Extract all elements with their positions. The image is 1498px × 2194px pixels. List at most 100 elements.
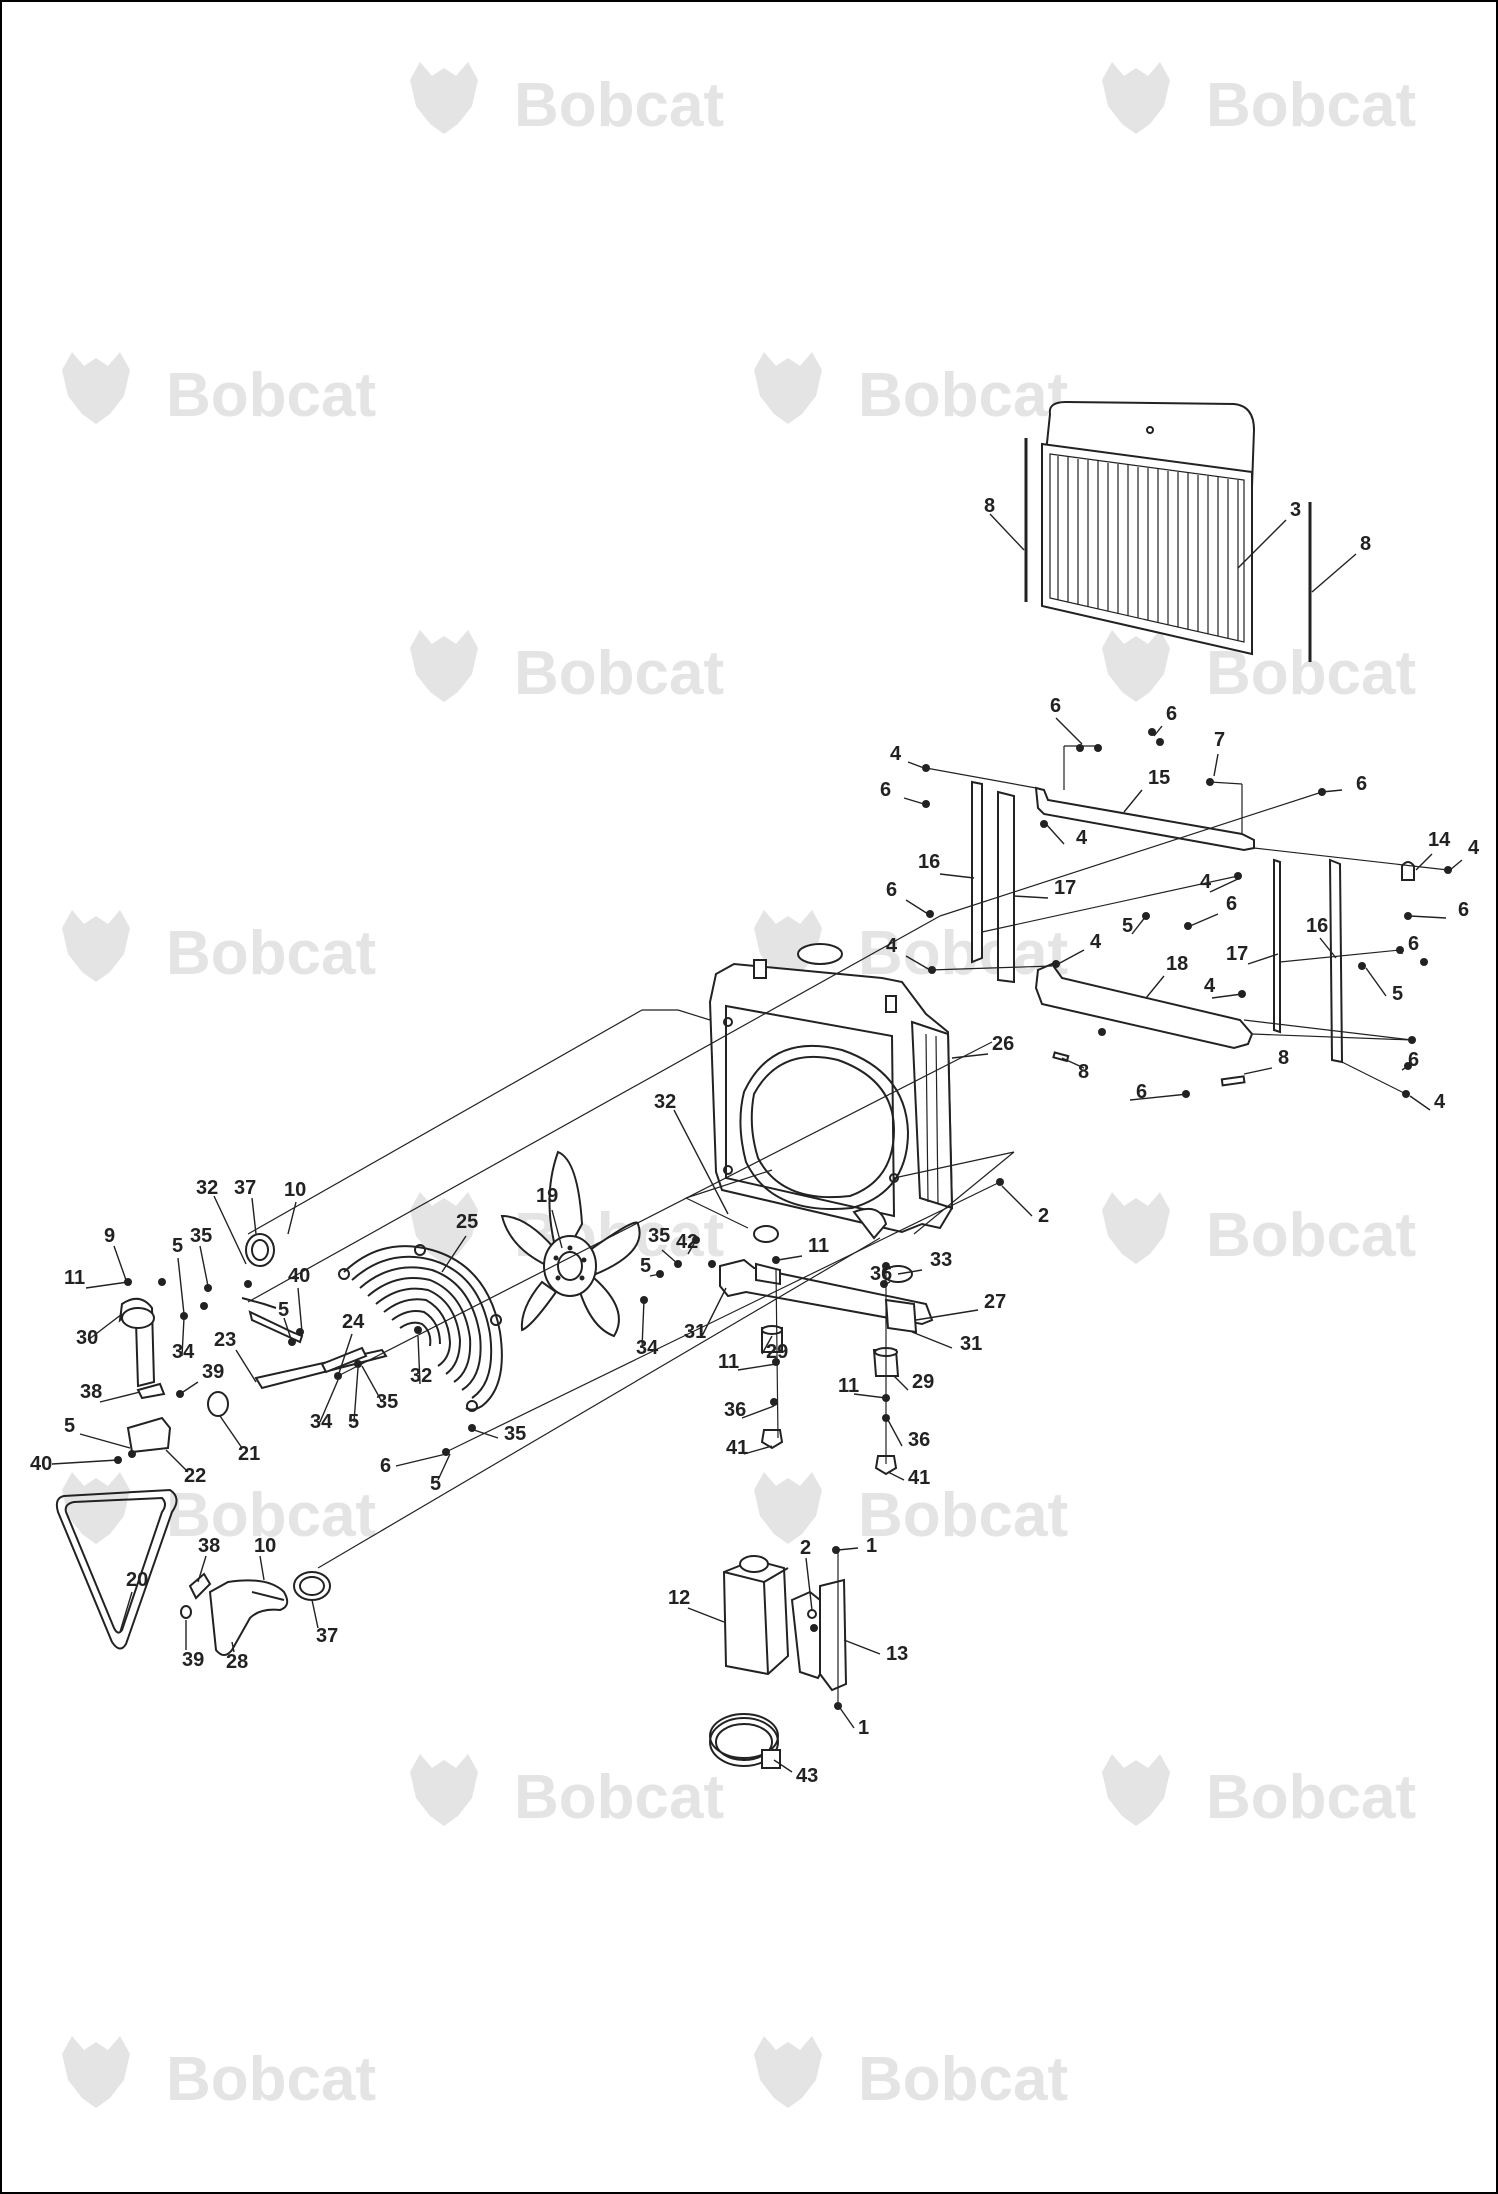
callout-part-27: 27 (984, 1291, 1006, 1313)
hose-clamp-part-43 (709, 1713, 781, 1769)
watermark-logo: Bobcat (1102, 62, 1416, 140)
callout-part-40: 40 (30, 1453, 52, 1475)
callout-part-22: 22 (184, 1465, 206, 1487)
callout-part-35: 35 (504, 1423, 526, 1445)
watermark-text: Bobcat (858, 2045, 1068, 2114)
callout-part-17: 17 (1054, 877, 1076, 899)
callout-part-36: 36 (724, 1399, 746, 1421)
callout-part-11: 11 (64, 1267, 85, 1289)
callout-part-16: 16 (918, 851, 940, 873)
callout-part-31: 31 (960, 1333, 982, 1355)
callout-part-6: 6 (1050, 695, 1061, 717)
callout-part-6: 6 (1408, 1049, 1419, 1071)
watermark-text: Bobcat (1206, 71, 1416, 140)
callout-part-4: 4 (1076, 827, 1088, 849)
callout-part-17: 17 (1226, 943, 1248, 965)
callout-part-29: 29 (766, 1341, 788, 1363)
callout-part-10: 10 (254, 1535, 276, 1557)
callout-part-4: 4 (1204, 975, 1216, 997)
watermark-text: Bobcat (514, 1763, 724, 1832)
callout-part-12: 12 (668, 1587, 690, 1609)
callout-part-3: 3 (1290, 499, 1301, 521)
callout-part-5: 5 (640, 1255, 651, 1277)
callout-part-6: 6 (1408, 933, 1419, 955)
callout-part-32: 32 (410, 1365, 432, 1387)
coolant-reservoir-part-12 (722, 1555, 790, 1676)
watermark-logo: Bobcat (1102, 1192, 1416, 1270)
callout-part-33: 33 (930, 1249, 952, 1271)
callout-part-37: 37 (316, 1625, 338, 1647)
callout-part-1: 1 (866, 1535, 877, 1557)
callout-part-4: 4 (890, 743, 902, 765)
callout-part-13: 13 (886, 1643, 908, 1665)
callout-part-31: 31 (684, 1321, 706, 1343)
callout-part-15: 15 (1148, 767, 1170, 789)
callout-part-39: 39 (202, 1361, 224, 1383)
callout-part-38: 38 (80, 1381, 102, 1403)
watermark-text: Bobcat (858, 1481, 1068, 1550)
callout-part-41: 41 (908, 1467, 930, 1489)
callout-part-9: 9 (104, 1225, 115, 1247)
callout-part-5: 5 (172, 1235, 183, 1257)
watermark-text: Bobcat (514, 71, 724, 140)
callout-part-39: 39 (182, 1649, 204, 1671)
watermark-logo: Bobcat (410, 1754, 724, 1832)
cooling-fan-part-19 (500, 1150, 641, 1338)
watermark-logo: Bobcat (754, 352, 1068, 430)
callout-part-5: 5 (348, 1411, 359, 1433)
watermark-text: Bobcat (858, 361, 1068, 430)
callout-part-34: 34 (636, 1337, 659, 1359)
callout-part-4: 4 (1434, 1091, 1446, 1113)
callout-part-6: 6 (880, 779, 891, 801)
callout-part-6: 6 (380, 1455, 391, 1477)
callout-part-32: 32 (196, 1177, 218, 1199)
callout-part-8: 8 (984, 495, 995, 517)
callout-part-23: 23 (214, 1329, 236, 1351)
callout-part-30: 30 (76, 1327, 98, 1349)
callout-part-35: 35 (376, 1391, 398, 1413)
radiator-screen-part-3 (1041, 400, 1256, 656)
watermark-logo: Bobcat (754, 910, 1068, 988)
watermark-logo: Bobcat (62, 910, 376, 988)
watermark-logo: Bobcat (1102, 1754, 1416, 1832)
callout-part-5: 5 (430, 1473, 441, 1495)
watermark-logo: Bobcat (754, 1472, 1068, 1550)
callout-part-8: 8 (1078, 1061, 1089, 1083)
callout-part-1: 1 (858, 1717, 869, 1739)
callout-part-41: 41 (726, 1437, 748, 1459)
leader-lines (51, 513, 1463, 1773)
watermark-text: Bobcat (166, 361, 376, 430)
watermark-logo: Bobcat (754, 2036, 1068, 2114)
watermark-logo: Bobcat (62, 352, 376, 430)
watermark-text: Bobcat (1206, 1201, 1416, 1270)
reservoir-bracket-part-13 (790, 1578, 848, 1692)
callout-part-19: 19 (536, 1185, 558, 1207)
watermark-text: Bobcat (858, 919, 1068, 988)
callout-part-24: 24 (342, 1311, 365, 1333)
callout-part-4: 4 (1090, 931, 1102, 953)
callout-part-25: 25 (456, 1211, 478, 1233)
watermark-logo: Bobcat (1102, 630, 1416, 708)
watermark-logo: Bobcat (410, 630, 724, 708)
radiator-assembly-part-26 (708, 943, 1004, 1240)
callout-part-4: 4 (886, 935, 898, 957)
callout-part-36: 36 (870, 1263, 892, 1285)
callout-part-2: 2 (1038, 1205, 1049, 1227)
callout-part-11: 11 (808, 1235, 829, 1257)
callout-part-6: 6 (886, 879, 897, 901)
watermark-text: Bobcat (166, 1481, 376, 1550)
watermark-logo: Bobcat (410, 62, 724, 140)
callout-part-2: 2 (800, 1537, 811, 1559)
callout-part-4: 4 (1200, 871, 1212, 893)
assembly-alignment-lines (247, 745, 1449, 1706)
callout-part-35: 35 (648, 1225, 670, 1247)
left-hardware-group (55, 1233, 388, 1656)
callout-part-11: 11 (718, 1351, 739, 1373)
fan-guard-part-25 (338, 1244, 503, 1412)
callout-part-6: 6 (1136, 1081, 1147, 1103)
callout-part-6: 6 (1356, 773, 1367, 795)
callout-part-8: 8 (1278, 1047, 1289, 1069)
